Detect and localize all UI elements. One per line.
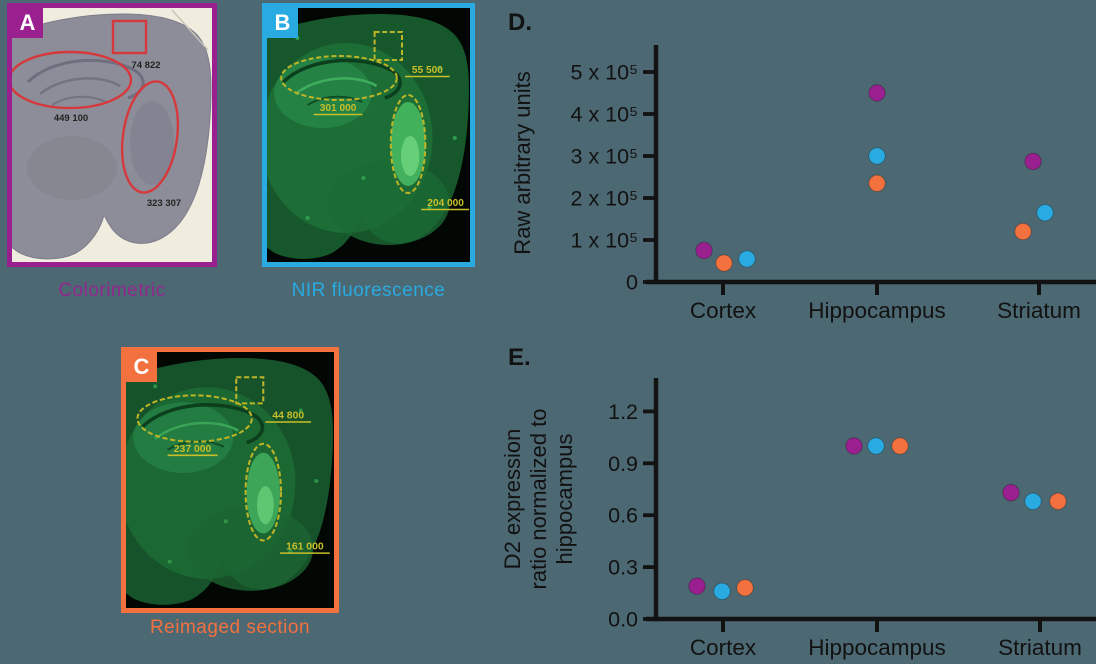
annotation-cortex-value: 44 800 [272,411,304,422]
fluorescence-speckles [153,384,319,564]
chart-d-category-label: Cortex [690,298,757,323]
chart-e-point-colorimetric-striatum [1002,484,1020,502]
panel-a-caption: Colorimetric [58,280,166,301]
chart-d-point-reimaged-section-cortex [715,254,733,272]
annotation-hippocampus-value: 237 000 [174,444,212,455]
chart-d-ytick-label: 3 x 10⁵ [571,145,638,169]
chart-d-point-nir-fluorescence-striatum [1036,204,1054,222]
chart-d-panel-label: D. [508,9,532,36]
chart-d-ytick-label: 1 x 10⁵ [571,229,638,253]
annotation-cortex-value: 55 500 [412,65,443,76]
brain-outline [12,13,212,260]
chart-e-ytick-label: 0.0 [608,608,638,632]
chart-e-point-reimaged-section-cortex [736,579,754,597]
annotation-ellipse-hippocampus [280,55,398,101]
chart-e-ylabel-line: hippocampus [552,434,577,565]
hippocampus-fold [281,58,402,100]
annotation-ellipse-hippocampus [12,50,133,110]
annotation-striatum-value: 204 000 [427,198,464,209]
hippocampus-fold [51,95,107,106]
chart-d: D. Raw arbitrary units 0 1 x 10⁵ 2 x 10⁵ 3 x … [508,9,1096,323]
annotation-striatum-value: 323 307 [147,198,181,209]
annotation-hippocampus-value: 301 000 [320,103,357,114]
brain-texture [274,58,372,128]
chart-d-category-label: Striatum [997,298,1081,323]
panel-b-caption: NIR fluorescence [291,280,446,301]
brain-section-reimaged-image: 44 800 237 000 161 000 [126,358,333,605]
chart-d-point-colorimetric-striatum [1024,152,1042,171]
chart-d-point-colorimetric-cortex [695,241,713,260]
chart-d-point-reimaged-section-striatum [1014,222,1032,241]
chart-e-panel-label: E. [508,344,531,371]
chart-d-ylabel: Raw arbitrary units [510,71,535,254]
chart-d-ytick-label: 5 x 10⁵ [571,61,638,85]
chart-d-point-reimaged-section-hippocampus [868,174,886,193]
hippocampus-fold [39,77,121,95]
chart-d-ytick-label: 4 x 10⁵ [571,103,638,127]
annotation-hippocampus-value: 449 100 [54,113,88,124]
annotation-square-cortex [373,31,404,61]
chart-d-point-nir-fluorescence-cortex [738,250,756,268]
annotation-ellipse-striatum [120,80,180,194]
brain-section-colorimetric-image: 74 822 449 100 323 307 [12,9,212,260]
annotation-ellipse-striatum [389,94,427,194]
annotation-cortex-value: 74 822 [131,60,160,71]
hippocampus-fold [141,403,265,445]
striatum-bright-region [400,136,420,176]
panel-c-caption: Reimaged section [149,617,311,638]
chart-e-point-reimaged-section-hippocampus [891,437,909,455]
panel-c-image: 44 800 237 000 161 000 C [121,347,339,613]
panel-b-letter-badge: B [267,8,298,38]
panel-c-letter-badge: C [126,352,157,382]
chart-e-category-label: Hippocampus [808,635,946,660]
annotation-striatum-value: 161 000 [286,542,324,553]
chart-d-ytick-label: 2 x 10⁵ [571,187,638,211]
chart-e-category-label: Cortex [690,635,757,660]
panel-b-image: 55 500 301 000 204 000 B [262,3,475,267]
annotation-ellipse-hippocampus [136,394,253,443]
annotation-square-cortex [111,19,148,55]
brain-texture [188,506,314,591]
chart-d-point-colorimetric-hippocampus [868,84,886,102]
chart-e-ylabel-line: D2 expression [500,429,525,570]
hippocampus-fold [307,95,363,106]
chart-e-point-nir-fluorescence-cortex [713,582,731,601]
scratch-line [171,9,209,51]
chart-d-point-nir-fluorescence-hippocampus [868,147,886,165]
chart-e-point-colorimetric-hippocampus [845,437,863,455]
chart-e-point-nir-fluorescence-striatum [1024,492,1042,511]
chart-e-point-colorimetric-cortex [688,577,706,595]
chart-d-category-label: Hippocampus [808,298,946,323]
annotation-ellipse-striatum [244,442,282,542]
chart-e-ytick-label: 0.6 [608,504,638,528]
chart-e-point-nir-fluorescence-hippocampus [867,437,885,455]
chart-e-category-label: Striatum [998,635,1082,660]
chart-e-point-reimaged-section-striatum [1049,492,1067,511]
brain-texture [130,101,174,185]
striatum-bright-region [257,486,274,525]
brain-texture [27,136,117,200]
chart-e-ylabel-line: ratio normalized to [526,409,551,590]
chart-e-ytick-label: 0.3 [608,556,638,580]
chart-e-ytick-label: 1.2 [608,400,638,424]
brain-section-nir-image: 55 500 301 000 204 000 [267,14,469,259]
chart-e-ytick-label: 0.9 [608,452,638,476]
hippocampus-fold [154,421,239,440]
panel-a-letter-badge: A [12,8,43,38]
chart-d-ytick-label: 0 [626,271,638,295]
brain-texture [133,402,234,473]
hippocampus-fold [294,77,378,95]
panel-a-image: 74 822 449 100 323 307 A [7,3,217,267]
